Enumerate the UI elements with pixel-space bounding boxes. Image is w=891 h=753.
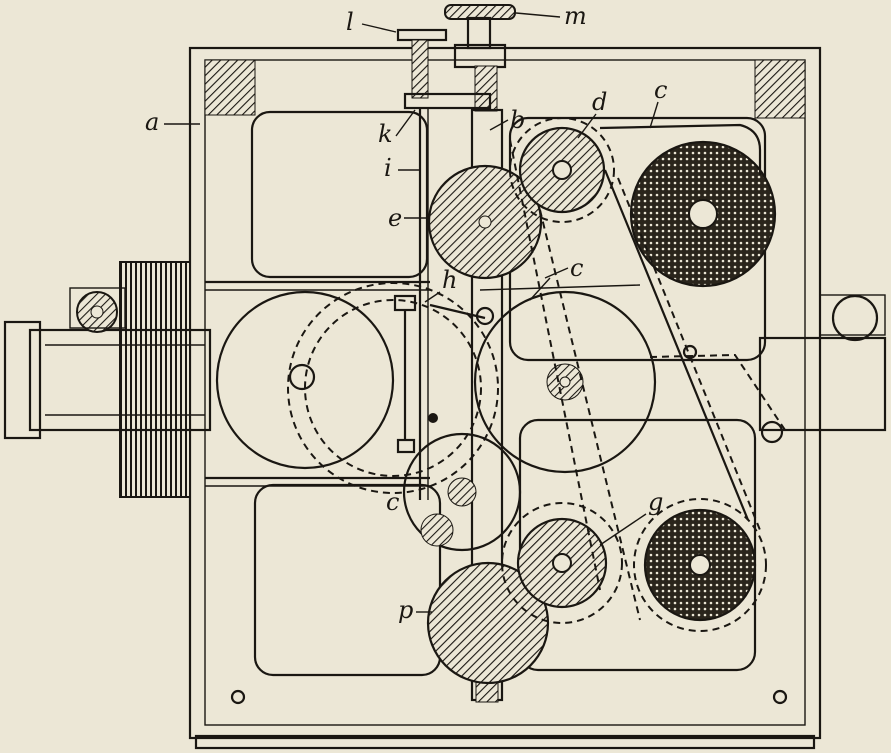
lens-assembly [3,261,212,498]
part-labels: l m a k b d c i e c h c g p [145,2,667,624]
label-c-mid: c [570,254,583,282]
label-c-low: c [386,488,399,516]
label-g: g [648,488,663,516]
label-l: l [346,8,354,36]
side-fitting [758,294,887,432]
belts [479,123,786,621]
label-k: k [378,120,393,148]
label-b: b [510,106,525,134]
wheels [215,282,657,552]
linkage [393,277,551,454]
spindle [396,4,516,703]
label-e: e [388,204,402,232]
label-h: h [442,266,457,294]
label-p: p [398,596,413,624]
label-i: i [384,154,392,182]
reels [426,117,777,685]
label-d: d [592,88,607,116]
label-m: m [564,2,587,30]
label-c-top: c [654,76,667,104]
label-a: a [145,108,159,136]
